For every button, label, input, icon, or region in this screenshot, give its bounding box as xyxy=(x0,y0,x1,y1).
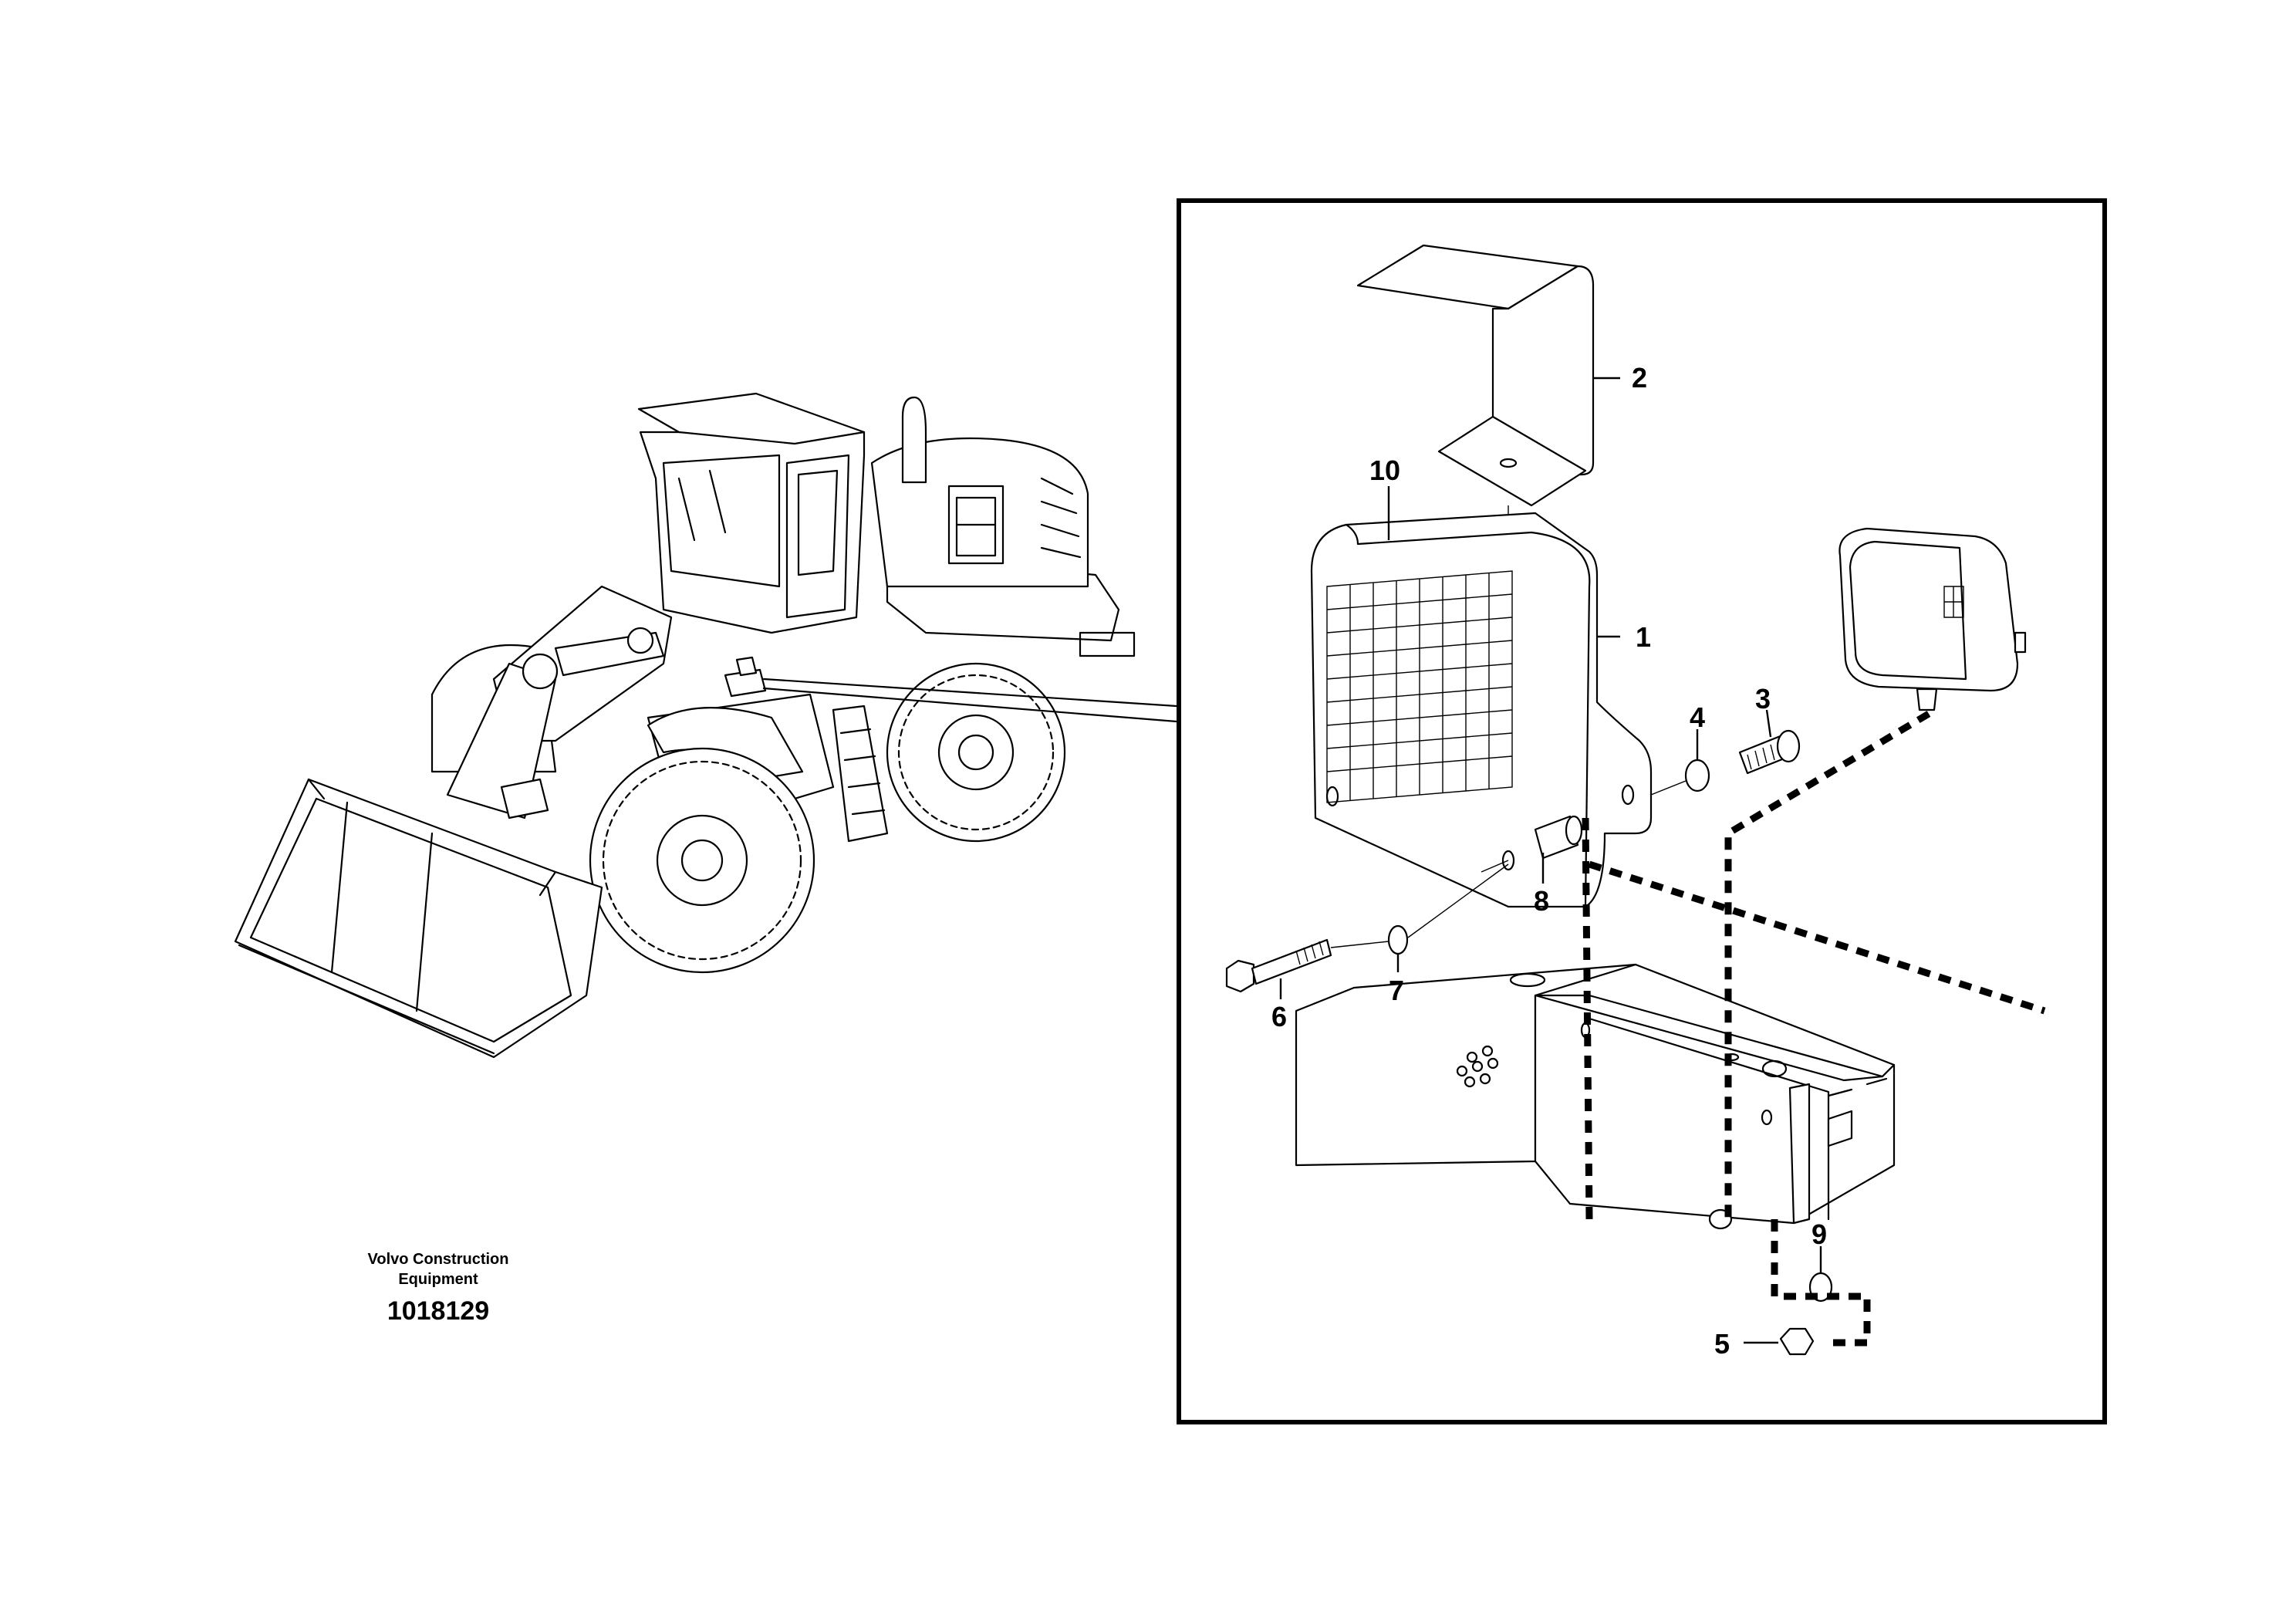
vent-holes xyxy=(1456,1045,1499,1088)
spacer-part xyxy=(1534,815,1583,860)
assembly-dashed-lines xyxy=(1582,711,2046,1347)
grille-grid xyxy=(1326,570,1513,803)
callout-1: 1 xyxy=(1636,621,1651,653)
front-wheel xyxy=(589,747,815,974)
callout-2: 2 xyxy=(1632,362,1647,394)
mounting-bracket xyxy=(1295,963,1896,1225)
work-lamp-icon xyxy=(1838,527,2027,711)
callout-7: 7 xyxy=(1389,975,1404,1006)
callout-6: 6 xyxy=(1271,1001,1287,1032)
rear-wheel xyxy=(886,662,1066,843)
bolt-and-washer-right xyxy=(1650,729,1801,796)
company-name-line2: Equipment xyxy=(398,1271,478,1288)
callout-5: 5 xyxy=(1714,1328,1730,1360)
detail-frame xyxy=(1177,198,2107,1424)
bracket-part xyxy=(1356,244,1595,507)
callout-4: 4 xyxy=(1690,701,1705,733)
company-name-line1: Volvo Construction xyxy=(368,1251,509,1268)
callout-8: 8 xyxy=(1534,885,1549,917)
bucket xyxy=(234,778,603,1059)
grille-guard xyxy=(1310,512,1653,908)
nut-bottom xyxy=(1779,1327,1815,1356)
callout-3: 3 xyxy=(1755,683,1771,715)
wheel-loader-icon xyxy=(234,392,1136,1059)
steps xyxy=(832,705,889,843)
bolt-and-washer-left xyxy=(1225,863,1509,993)
callout-9: 9 xyxy=(1811,1218,1827,1250)
drawing-number: 1018129 xyxy=(387,1296,489,1326)
callout-10: 10 xyxy=(1369,454,1400,486)
